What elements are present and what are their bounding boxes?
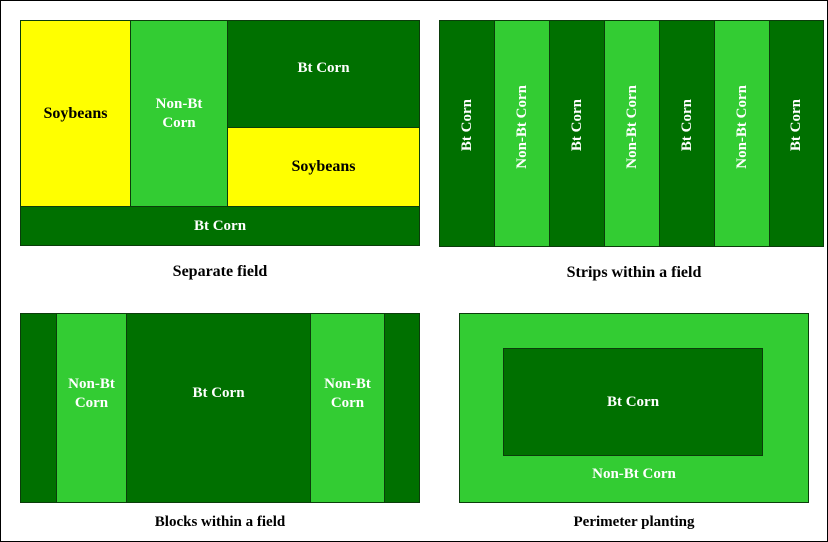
blocks-non-bt-left-label: Non-Bt Corn: [68, 376, 115, 411]
strip-label-5: Bt Corn: [678, 99, 695, 152]
bt-corn-bottom-label: Bt Corn: [193, 217, 247, 234]
separate-field-caption: Separate field: [172, 263, 268, 280]
perimeter-non-bt-outer-label: Non-Bt Corn: [592, 466, 676, 483]
blocks-left-edge-block: [20, 313, 57, 503]
strip-non-bt-corn-2: Non-Bt Corn: [494, 20, 550, 247]
non-bt-corn-label: Non-Bt Corn: [155, 95, 203, 131]
perimeter-bt-inner-block: Bt Corn: [503, 348, 763, 456]
bt-corn-bottom-block: Bt Corn: [20, 206, 420, 246]
strip-label-6: Non-Bt Corn: [733, 85, 750, 169]
bt-corn-top-right-label: Bt Corn: [297, 60, 350, 76]
strip-label-7: Bt Corn: [788, 99, 805, 152]
blocks-bt-center-label: Bt Corn: [192, 385, 245, 401]
blocks-right-edge-block: [384, 313, 420, 503]
perimeter-bt-inner-label: Bt Corn: [606, 393, 660, 410]
strip-bt-corn-7: Bt Corn: [769, 20, 824, 247]
strip-label-2: Non-Bt Corn: [513, 85, 530, 169]
soybeans-right-block: Soybeans: [227, 127, 420, 207]
strip-non-bt-corn-6: Non-Bt Corn: [714, 20, 770, 247]
strip-label-3: Bt Corn: [568, 99, 585, 152]
strip-label-4: Non-Bt Corn: [623, 85, 640, 169]
blocks-non-bt-right-label: Non-Bt Corn: [324, 376, 371, 411]
perimeter-caption: Perimeter planting: [573, 514, 695, 530]
soybeans-left-block: Soybeans: [20, 20, 131, 207]
blocks-caption: Blocks within a field: [154, 514, 286, 530]
strip-bt-corn-5: Bt Corn: [659, 20, 715, 247]
soybeans-left-label: Soybeans: [43, 104, 108, 122]
strip-label-1: Bt Corn: [458, 99, 475, 152]
strip-bt-corn-1: Bt Corn: [439, 20, 495, 247]
blocks-non-bt-left-block: Non-Bt Corn: [56, 313, 127, 503]
strip-non-bt-corn-4: Non-Bt Corn: [604, 20, 660, 247]
non-bt-corn-block: Non-Bt Corn: [130, 20, 228, 207]
blocks-bt-center-block: Bt Corn: [126, 313, 311, 503]
strips-caption: Strips within a field: [566, 264, 702, 281]
strip-bt-corn-3: Bt Corn: [549, 20, 605, 247]
blocks-non-bt-right-block: Non-Bt Corn: [310, 313, 385, 503]
soybeans-right-label: Soybeans: [291, 158, 356, 175]
bt-corn-top-right-block: Bt Corn: [227, 20, 420, 128]
